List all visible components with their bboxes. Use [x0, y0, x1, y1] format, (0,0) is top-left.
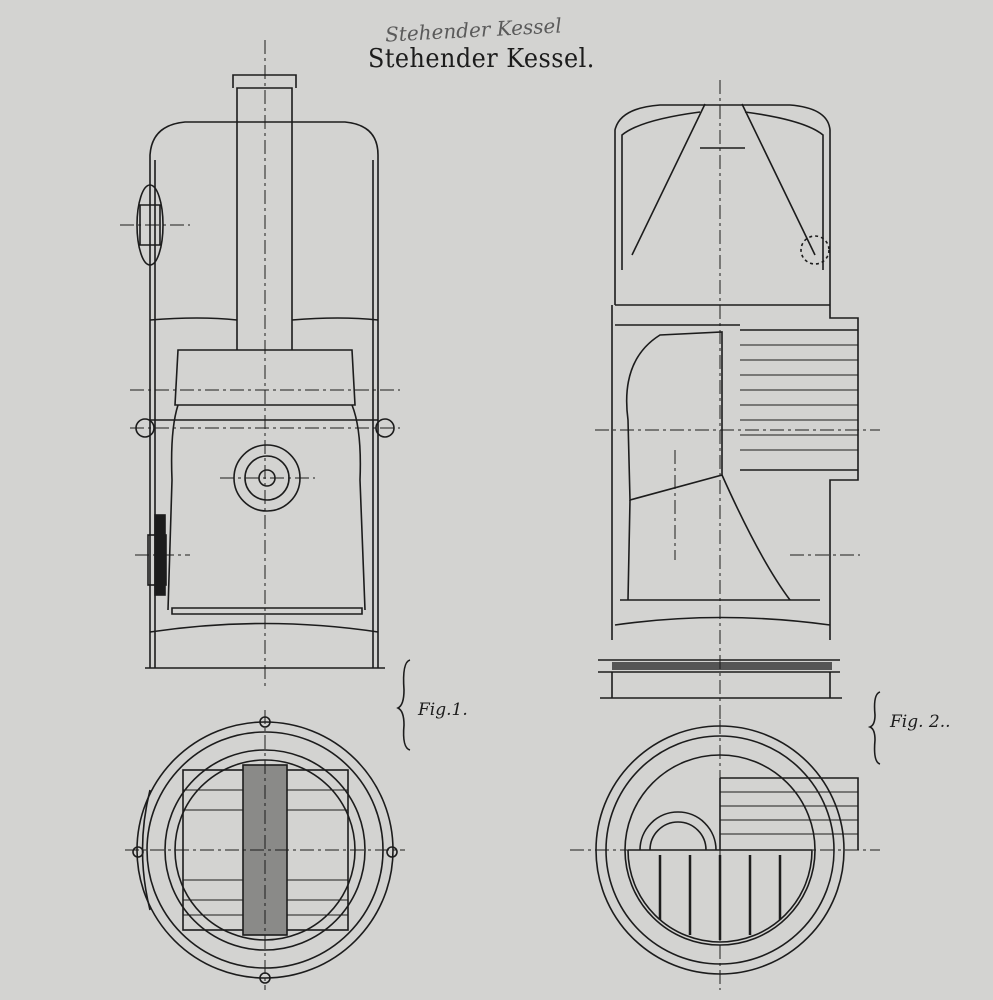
- figure-2-label: Fig. 2..: [890, 712, 951, 732]
- fig1-front-elevation: [120, 40, 400, 690]
- fig1-plan: [125, 710, 405, 990]
- drawing-title: Stehender Kessel.: [368, 44, 595, 74]
- fig2-section: [595, 80, 880, 720]
- figure-1-label: Fig.1.: [418, 700, 468, 720]
- fig2-plan: [570, 720, 880, 990]
- fig1-brace: [396, 659, 411, 751]
- fig2-brace: [867, 691, 881, 765]
